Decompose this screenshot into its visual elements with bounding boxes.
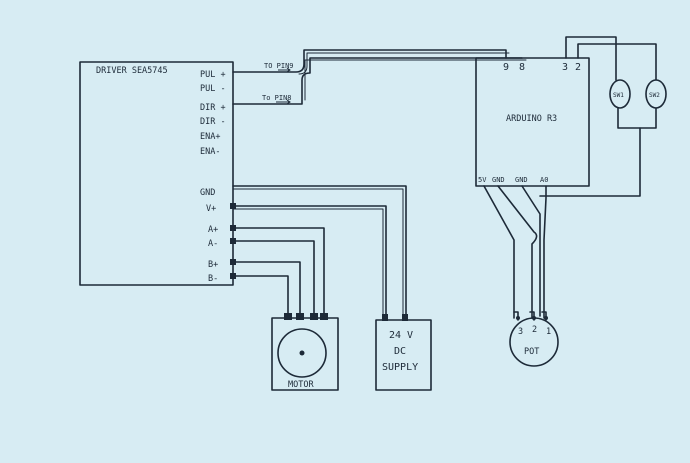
wire-gnd-to-supply <box>232 185 407 319</box>
driver-pin-pul-minus: PUL - <box>200 84 226 94</box>
wire-aminus-to-motor <box>232 240 315 317</box>
label-to-pin9: TO PIN9 <box>264 62 294 70</box>
switch-sw2-label: SW2 <box>649 92 660 99</box>
wire-dir-to-pin8-double <box>304 59 527 101</box>
pot-pin-1-label: 1 <box>546 327 551 337</box>
arduino-box <box>475 57 590 187</box>
terminal-a-minus <box>230 238 236 244</box>
terminal-vplus <box>230 203 236 209</box>
wire-5v-to-pot <box>483 185 515 319</box>
pot-label: POT <box>524 347 539 357</box>
arrow-to-pin8 <box>276 99 291 105</box>
arduino-pin-2: 2 <box>575 62 581 73</box>
driver-pin-ena-plus: ENA+ <box>200 132 220 142</box>
pot-pin-dot-1 <box>544 316 548 320</box>
pot-pin-2-label: 2 <box>532 325 537 335</box>
label-to-pin8: To PIN8 <box>262 94 292 102</box>
driver-pin-gnd: GND <box>200 188 215 198</box>
wire-pin3-to-sw1 <box>565 36 617 81</box>
driver-pin-dir-minus: DIR - <box>200 117 226 127</box>
wire-dir-to-pin8 <box>232 57 523 105</box>
arduino-pin-8: 8 <box>519 62 525 73</box>
wire-a0-to-pot <box>543 185 547 319</box>
wire-bplus-to-motor <box>232 261 301 317</box>
motor-pin-1 <box>284 313 292 320</box>
wire-aplus-to-motor <box>232 227 325 317</box>
wire-pul-to-pin9-double <box>298 52 510 75</box>
pot-pin-dot-2 <box>532 316 536 320</box>
motor-pin-3 <box>310 313 318 320</box>
pot-pin-dot-3 <box>516 316 520 320</box>
driver-box <box>79 61 234 286</box>
driver-title: DRIVER SEA5745 <box>96 66 168 76</box>
arduino-title: ARDUINO R3 <box>506 114 557 124</box>
terminal-b-minus <box>230 273 236 279</box>
driver-pin-a-minus: A- <box>208 239 218 249</box>
motor-box <box>271 317 339 391</box>
terminal-a-plus <box>230 225 236 231</box>
wire-gnd2-to-pot <box>521 185 541 317</box>
wire-gnd-to-pot <box>497 185 538 319</box>
driver-pin-pul-plus: PUL + <box>200 70 226 80</box>
switch-sw2 <box>645 79 667 109</box>
wire-pul-to-pin9 <box>232 49 507 73</box>
wire-bminus-to-motor <box>232 275 289 317</box>
switch-sw1-label: SW1 <box>613 92 624 99</box>
supply-pin-2 <box>402 314 408 321</box>
wire-vplus-to-supply <box>232 205 387 319</box>
driver-pin-dir-plus: DIR + <box>200 103 226 113</box>
motor-rotor <box>277 328 327 378</box>
arduino-pin-a0: A0 <box>540 176 548 184</box>
supply-line1: 24 V <box>389 330 413 341</box>
switch-sw1 <box>609 79 631 109</box>
wire-vplus-to-supply-double <box>232 208 384 319</box>
arrow-to-pin9 <box>278 67 291 73</box>
arduino-pin-9: 9 <box>503 62 509 73</box>
wire-gnd-to-supply-double <box>232 188 404 319</box>
driver-pin-b-plus: B+ <box>208 260 218 270</box>
supply-pin-1 <box>382 314 388 321</box>
wire-pin2-to-sw2 <box>577 43 657 81</box>
arduino-pin-3: 3 <box>562 62 568 73</box>
motor-pin-2 <box>296 313 304 320</box>
motor-center-dot <box>299 350 305 356</box>
arduino-pin-gnd1: GND <box>492 176 505 184</box>
driver-pin-a-plus: A+ <box>208 225 218 235</box>
driver-pin-vplus: V+ <box>206 204 216 214</box>
wire-switch-gnd <box>539 127 641 197</box>
terminal-b-plus <box>230 259 236 265</box>
motor-label: MOTOR <box>288 380 314 390</box>
pot-pin-3-label: 3 <box>518 327 523 337</box>
driver-pin-b-minus: B- <box>208 274 218 284</box>
arduino-pin-5v: 5V <box>478 176 487 184</box>
supply-line2: DC <box>394 346 406 357</box>
supply-line3: SUPPLY <box>382 362 418 373</box>
wire-switch-common <box>617 107 657 129</box>
driver-pin-ena-minus: ENA- <box>200 147 220 157</box>
motor-pin-4 <box>320 313 328 320</box>
arduino-pin-gnd2: GND <box>515 176 528 184</box>
